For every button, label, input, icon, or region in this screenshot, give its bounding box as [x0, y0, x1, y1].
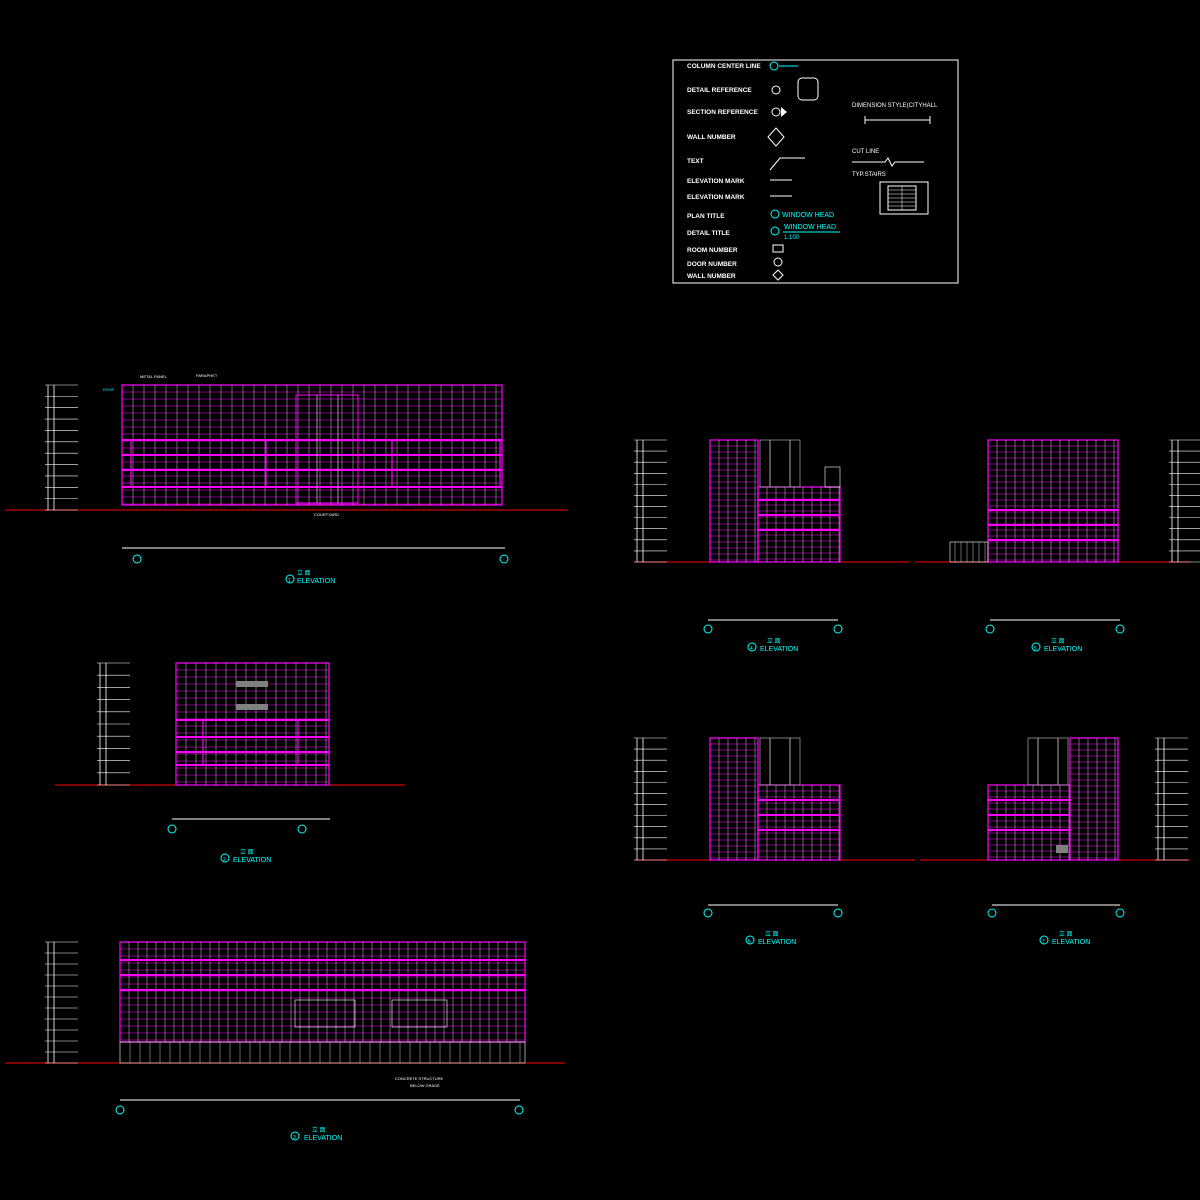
section-ref-circle [771, 107, 781, 117]
e3-number: 3 [293, 1135, 296, 1141]
typ-stairs-label: TYP.STAIRS [852, 172, 886, 178]
e1-courtyard: COURTYARD [314, 512, 339, 517]
e3-concrete: CONCRETE STRUCTURE [395, 1076, 444, 1081]
e1-metal-panel: METAL PANEL [140, 374, 168, 379]
legend-row-label: TEXT [687, 158, 704, 165]
elevation-3: 3 立 面 ELEVATION CONCRETE STRUCTURE BELOW… [5, 941, 565, 1142]
elevation-5: 5 立 面 ELEVATION [915, 439, 1200, 653]
detail-title-sample: WINDOW HEAD [784, 224, 836, 231]
e3-cn: 立 面 [312, 1126, 326, 1134]
detail-ref-circle [771, 85, 781, 95]
e5-title: ELEVATION [1044, 646, 1082, 653]
e4-cn: 立 面 [767, 637, 781, 645]
dimension-style-label: DIMENSION STYLE(CITYHALL [852, 103, 938, 109]
detail-title-scale: 1:100 [784, 235, 800, 241]
e4-title: ELEVATION [760, 646, 798, 653]
legend-row-label: ELEVATION MARK [687, 194, 745, 201]
legend-row-label: PLAN TITLE [687, 213, 725, 220]
section-ref-arrow [781, 107, 787, 117]
cut-line-label: CUT LINE [852, 149, 879, 155]
e6-title: ELEVATION [758, 939, 796, 946]
e3-title: ELEVATION [304, 1135, 342, 1142]
elevation-4: 4 立 面 ELEVATION [634, 439, 910, 653]
legend-row-label: DETAIL TITLE [687, 230, 730, 237]
e2-cn: 立 面 [240, 848, 254, 856]
elevation-7: 7 立 面 ELEVATION [920, 737, 1190, 946]
e1-paraphet: PARAPHET [196, 373, 218, 378]
elevation-2: 2 立 面 ELEVATION [55, 662, 405, 864]
e1-cn: 立 面 [297, 569, 311, 577]
e5-number: 5 [1034, 646, 1037, 652]
legend-row-label: ROOM NUMBER [687, 247, 738, 254]
legend-row-label: COLUMN CENTER LINE [687, 63, 761, 70]
stairs-symbol [879, 181, 929, 215]
legend-row-label: WALL NUMBER [687, 273, 736, 280]
text-leader-symbol [769, 157, 805, 171]
e1-number: 1 [288, 578, 291, 584]
e6-cn: 立 面 [765, 930, 779, 938]
e2-title: ELEVATION [233, 857, 271, 864]
elevation-6: 6 立 面 ELEVATION [634, 737, 915, 946]
e6-number: 6 [748, 939, 751, 945]
detail-reference-symbol [797, 77, 819, 101]
legend-rows: COLUMN CENTER LINE DETAIL REFERENCE SECTIO… [687, 63, 761, 280]
legend-row-label: DOOR NUMBER [687, 261, 737, 268]
e5-cn: 立 面 [1051, 637, 1065, 645]
legend-row-label: WALL NUMBER [687, 134, 736, 141]
e7-title: ELEVATION [1052, 939, 1090, 946]
elevation-1: 1 立 面 ELEVATION COURTYARD ROOF METAL PAN… [5, 373, 568, 585]
legend-panel: COLUMN CENTER LINE DETAIL REFERENCE SECTIO… [672, 59, 959, 284]
legend-row-label: DETAIL REFERENCE [687, 87, 752, 94]
e2-number: 2 [223, 857, 226, 863]
e4-number: 4 [750, 646, 753, 652]
e1-title: ELEVATION [297, 578, 335, 585]
e7-cn: 立 面 [1059, 930, 1073, 938]
wall-number-symbol [767, 127, 785, 147]
e3-below-grade: BELOW GRADE [410, 1083, 440, 1088]
legend-row-label: ELEVATION MARK [687, 178, 745, 185]
e7-number: 7 [1042, 939, 1045, 945]
legend-row-label: SECTION REFERENCE [687, 109, 758, 116]
plan-title-sample: WINDOW HEAD [782, 212, 834, 219]
e1-roof: ROOF [103, 387, 115, 392]
column-center-symbol [769, 61, 779, 71]
